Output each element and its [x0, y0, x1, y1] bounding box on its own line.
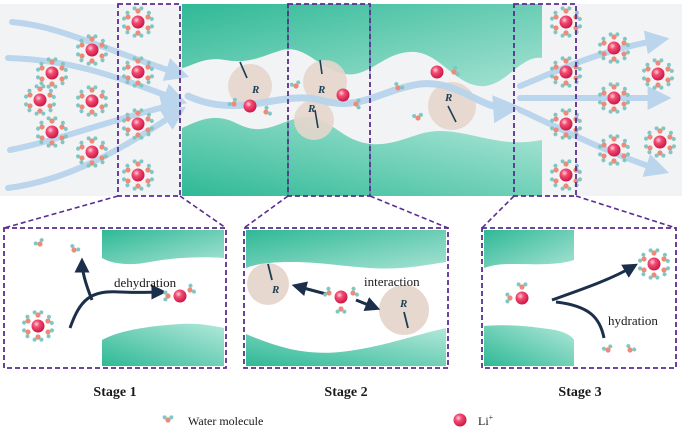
stage1-title: Stage 1 [93, 385, 136, 400]
zoom-connectors [3, 195, 677, 229]
residue-group: R [294, 100, 334, 140]
interaction-arrow-right [355, 297, 381, 312]
upper-channel-wall [182, 4, 542, 87]
lithium-ion-icon [453, 413, 467, 427]
stage3-title: Stage 3 [558, 385, 601, 400]
stage2-panel: R R interaction [243, 227, 449, 369]
hydration-label: hydration [608, 313, 658, 328]
stage3-panel: hydration [481, 227, 677, 369]
residue-group: R [228, 61, 272, 108]
residue-label: R [251, 84, 259, 96]
stage2-title: Stage 2 [324, 385, 367, 400]
residue-bubbles: R R R R [228, 59, 476, 140]
residue-group: R [247, 263, 289, 305]
residue-label: R [307, 103, 315, 115]
residue-label: R [317, 84, 325, 96]
legend-li-superscript: + [489, 413, 494, 422]
lower-channel-wall [182, 116, 542, 196]
legend-li-label: Li [478, 414, 489, 428]
dehydration-label: dehydration [114, 275, 177, 290]
interaction-arrow-left [291, 281, 327, 296]
top-panel: R R R R [0, 3, 682, 197]
legend: Water molecule Li+ [162, 413, 494, 428]
residue-label: R [399, 298, 407, 310]
residue-label: R [271, 284, 279, 296]
legend-water-label: Water molecule [188, 414, 263, 428]
interaction-label: interaction [364, 274, 420, 289]
stage1-region-box [117, 3, 181, 197]
residue-group: R [379, 285, 429, 335]
stage1-panel: dehydration [3, 227, 227, 369]
water-molecule-icon [162, 415, 174, 423]
hydration-arrow-up [551, 263, 638, 302]
stage3-region-box [513, 3, 577, 197]
residue-group: R [303, 59, 347, 104]
residue-label: R [444, 92, 452, 104]
svg-text:Li+: Li+ [478, 413, 494, 428]
dehydration-arrow [68, 284, 167, 329]
stage2-region-box [287, 3, 371, 197]
